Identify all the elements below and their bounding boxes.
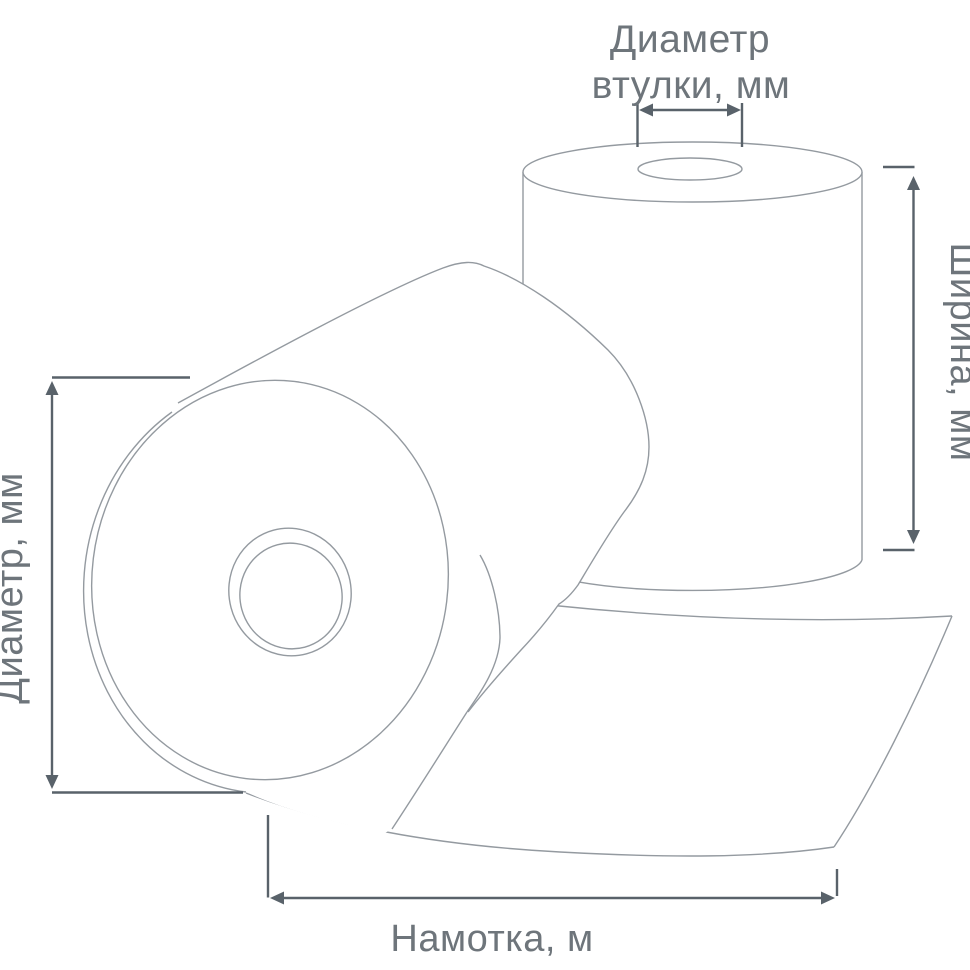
lying-roll-core-outer-ring bbox=[228, 527, 352, 657]
arrow-left-icon bbox=[639, 103, 653, 117]
lying-roll-curl bbox=[391, 711, 468, 830]
core-diameter-label-line2: втулки, мм bbox=[592, 64, 791, 107]
width-dimension bbox=[883, 165, 920, 552]
lying-roll-far-rim bbox=[177, 261, 650, 713]
standing-roll-core-hole bbox=[637, 157, 743, 181]
lying-roll-inner-layer-edge bbox=[466, 554, 501, 713]
arrow-down-icon bbox=[907, 530, 920, 544]
lying-roll bbox=[82, 261, 650, 833]
paper-sheet-right-edge bbox=[833, 615, 953, 848]
diameter-dimension bbox=[45, 376, 243, 794]
lying-roll-silhouette bbox=[83, 262, 650, 833]
core-diameter-dimension bbox=[636, 103, 744, 147]
diameter-label: Диаметр, мм bbox=[0, 472, 31, 704]
lying-roll-outer-rim bbox=[82, 411, 247, 793]
arrow-down-icon bbox=[45, 775, 59, 789]
width-label: Ширина, мм bbox=[942, 243, 970, 462]
lying-roll-core-inner-ring bbox=[239, 542, 343, 650]
arrow-left-icon bbox=[270, 891, 284, 905]
standing-roll-top-face bbox=[522, 141, 863, 203]
length-dimension bbox=[266, 815, 839, 905]
paper-sheet-top-edge bbox=[548, 604, 953, 621]
arrow-up-icon bbox=[907, 176, 920, 190]
arrow-right-icon bbox=[821, 891, 835, 905]
length-label: Намотка, м bbox=[390, 918, 593, 960]
arrow-right-icon bbox=[727, 103, 741, 117]
lying-roll-front-face bbox=[90, 379, 450, 781]
core-diameter-label-line1: Диаметр bbox=[610, 18, 770, 61]
arrow-up-icon bbox=[45, 381, 59, 395]
